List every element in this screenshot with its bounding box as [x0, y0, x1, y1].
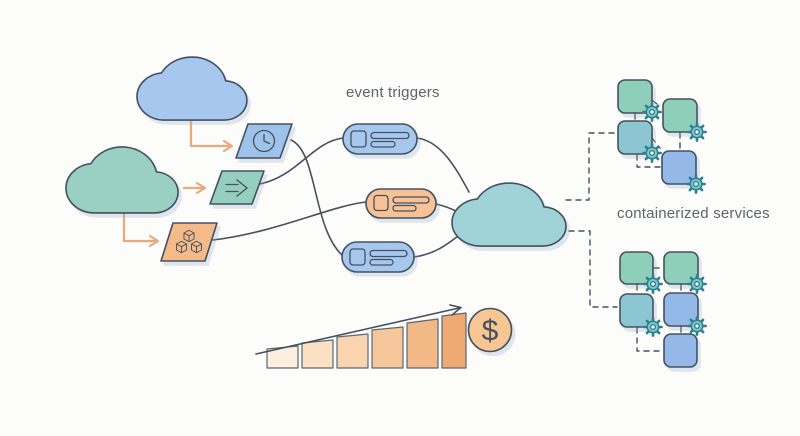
- growth-bars: [266, 312, 467, 369]
- gear-icon: [686, 174, 706, 194]
- trigger-node-stream: [209, 170, 265, 205]
- source-cloud-blue: [137, 57, 247, 120]
- container-square: [619, 293, 654, 328]
- gear-icon: [687, 122, 707, 142]
- container-square: [663, 251, 699, 285]
- trigger-node-storage: [160, 222, 218, 262]
- container-cluster-top: [617, 79, 707, 194]
- trend-arrow-icon: [255, 304, 462, 355]
- container-square: [617, 79, 653, 114]
- trigger-node-schedule: [235, 123, 293, 159]
- gear-icon: [687, 274, 707, 294]
- gear-icon: [643, 317, 663, 337]
- event-card-icon: [349, 248, 408, 266]
- double-arrow-icon: [225, 179, 249, 197]
- event-card-icon: [350, 130, 410, 148]
- container-square: [619, 251, 654, 285]
- hub-to-cluster-links: [565, 132, 618, 308]
- container-square: [663, 292, 699, 327]
- event-pill-1: [342, 123, 418, 155]
- gear-icon: [687, 316, 707, 336]
- gear-icon: [643, 274, 663, 294]
- container-square: [662, 98, 698, 133]
- container-square: [661, 150, 697, 185]
- event-pill-3: [341, 241, 415, 273]
- container-cluster-bottom: [619, 251, 707, 368]
- gear-icon: [642, 102, 662, 122]
- source-arrows: [122, 119, 234, 248]
- dollar-sign: $: [482, 315, 499, 348]
- container-square: [663, 333, 698, 368]
- growth-chart: $: [255, 304, 513, 369]
- source-cloud-teal: [66, 147, 178, 213]
- containerized-services-label: containerized services: [617, 205, 770, 222]
- clock-icon: [252, 129, 276, 153]
- dollar-coin-icon: $: [467, 307, 513, 353]
- event-triggers-label: event triggers: [346, 84, 440, 101]
- event-card-icon: [373, 194, 430, 212]
- event-pill-2: [365, 188, 437, 219]
- trigger-to-pill-curves: [212, 137, 367, 257]
- gear-icon: [642, 143, 662, 163]
- container-square: [617, 120, 653, 155]
